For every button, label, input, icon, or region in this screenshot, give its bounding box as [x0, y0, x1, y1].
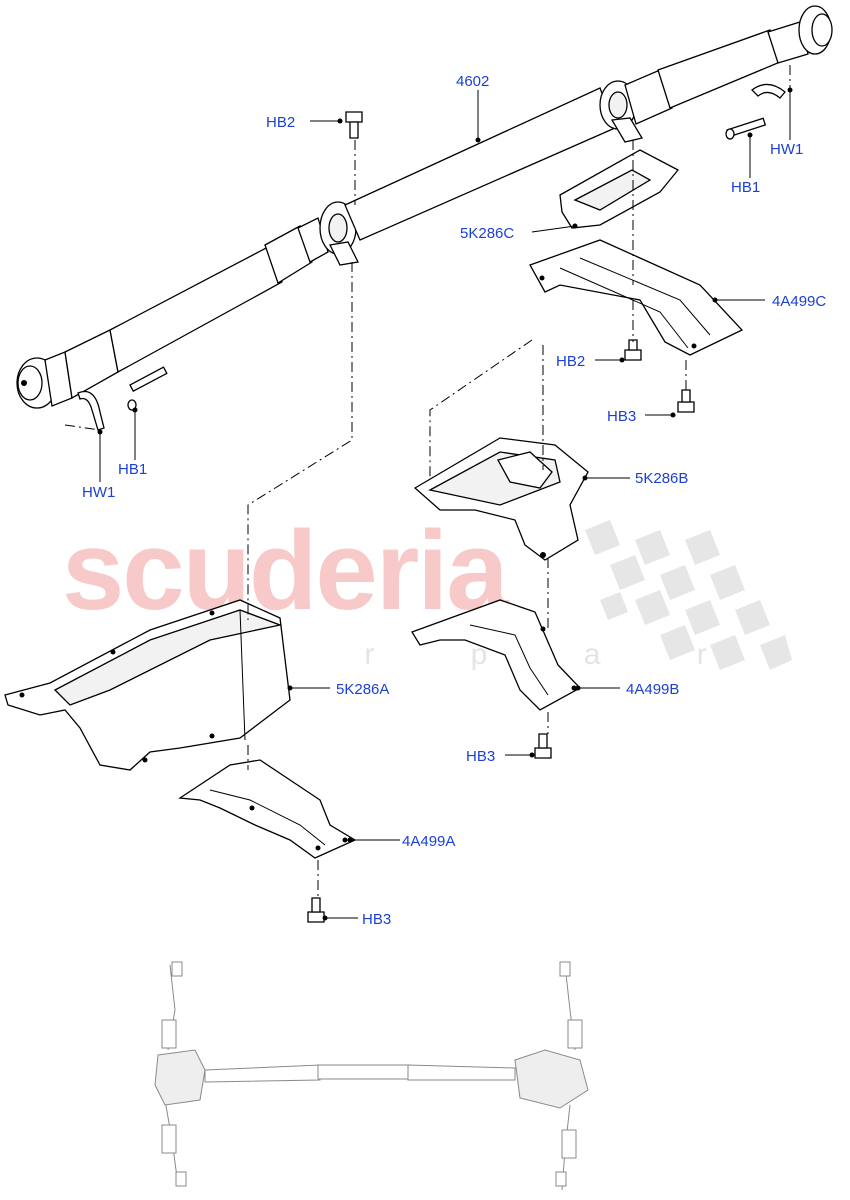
bracket-4a499c	[529, 239, 744, 356]
callout-5k286a: 5K286A	[336, 681, 390, 698]
callout-hb3-bottom: HB3	[362, 911, 392, 928]
callout-hb2-top: HB2	[266, 114, 296, 131]
assembly-guide-lines	[64, 65, 791, 900]
callout-hw1-left: HW1	[82, 484, 116, 501]
callout-hb3-mid: HB3	[466, 748, 496, 765]
callout-hb1-left: HB1	[118, 461, 148, 478]
callout-hw1-right: HW1	[770, 141, 804, 158]
bolt-hb3-right	[677, 389, 695, 413]
callout-4a499a: 4A499A	[402, 833, 456, 850]
bolt-hb3-bottom	[307, 897, 325, 923]
heat-shield-5k286b	[413, 437, 589, 561]
driveline-overview-thumbnail	[154, 961, 589, 1191]
bolt-hb3-mid	[534, 733, 552, 759]
callout-4602: 4602	[456, 73, 490, 90]
callout-5k286c: 5K286C	[460, 225, 515, 242]
callout-5k286b: 5K286B	[635, 470, 689, 487]
callout-4a499c: 4A499C	[772, 293, 827, 310]
watermark-logo-text: scuderia	[62, 508, 509, 633]
bolt-hb2-mid	[624, 339, 642, 361]
checkered-flag-watermark	[585, 520, 792, 670]
callout-leaders	[97, 87, 793, 921]
callout-hb1-right: HB1	[731, 179, 761, 196]
hardware-hw1-hb1-left	[77, 366, 168, 431]
hardware-hw1-hb1-right	[725, 83, 786, 140]
bracket-4a499b	[411, 599, 582, 711]
callout-4a499b: 4A499B	[626, 681, 680, 698]
propeller-shaft-4602	[16, 5, 833, 409]
bracket-4a499a	[178, 759, 357, 859]
heat-shield-5k286c	[559, 149, 680, 229]
callout-hb3-right: HB3	[607, 408, 637, 425]
bolt-hb2-top	[345, 111, 363, 139]
callout-hb2-mid: HB2	[556, 353, 586, 370]
heat-shield-5k286a	[4, 599, 291, 771]
